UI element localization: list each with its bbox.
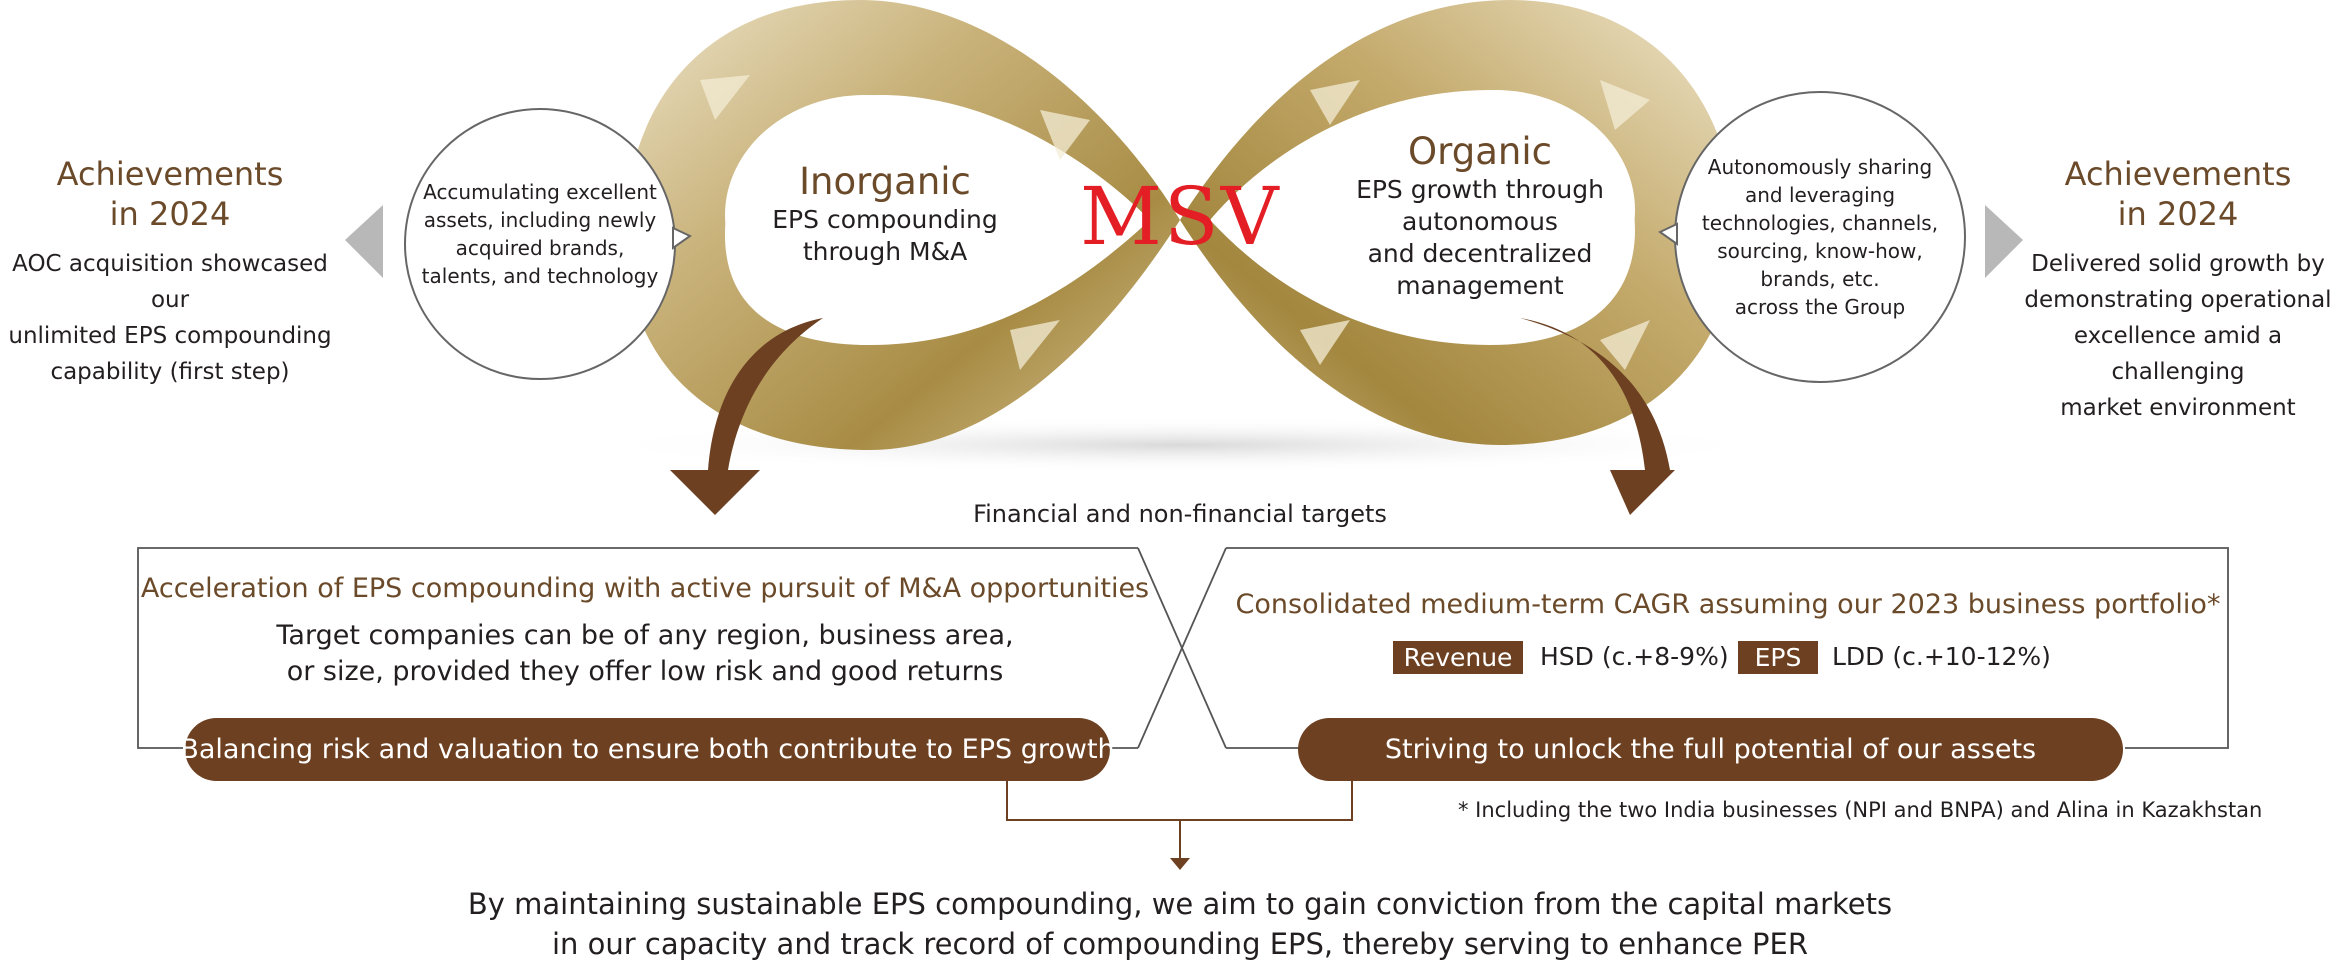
right-achievements: Achievements in 2024 Delivered solid gro… — [2010, 154, 2346, 426]
organic-title: Organic — [1408, 130, 1552, 173]
left-box-line: Target companies can be of any region, b… — [276, 620, 1014, 651]
right-box-heading: Consolidated medium-term CAGR assuming o… — [1235, 589, 2221, 620]
right-achievements-line: excellence amid a challenging — [2073, 323, 2283, 385]
left-achievements-title-1: Achievements — [56, 155, 284, 193]
footnote: * Including the two India businesses (NP… — [1458, 798, 2263, 822]
right-loop-hole — [1355, 90, 1635, 330]
left-box-heading-wrap: Acceleration of EPS compounding with act… — [140, 573, 1150, 604]
inorganic-line: EPS compounding — [772, 205, 998, 234]
right-achievements-title-1: Achievements — [2064, 155, 2292, 193]
right-curved-arrow — [1520, 318, 1675, 515]
right-achievements-line: market environment — [2060, 395, 2296, 421]
left-achievements-line: unlimited EPS compounding — [8, 323, 332, 349]
left-bubble-line: assets, including newly — [423, 208, 657, 232]
band-chevrons — [700, 75, 1650, 370]
bottom-line-1: By maintaining sustainable EPS compoundi… — [467, 887, 1893, 921]
left-achievements-line: capability (first step) — [50, 359, 290, 385]
revenue-tag: Revenue — [1393, 641, 1523, 674]
left-gray-arrow — [345, 205, 383, 278]
msv-label: MSV — [1080, 170, 1281, 263]
left-achievements-line: AOC acquisition showcased our — [12, 251, 328, 313]
left-box-body: Target companies can be of any region, b… — [140, 618, 1150, 690]
left-box-outline — [137, 547, 1138, 749]
left-box-heading: Acceleration of EPS compounding with act… — [140, 573, 1150, 604]
left-box-pill: Balancing risk and valuation to ensure b… — [180, 718, 1115, 781]
inorganic-title: Inorganic — [799, 160, 971, 203]
left-bubble-pointer — [672, 226, 692, 250]
organic-line: and decentralized — [1367, 239, 1593, 268]
right-achievements-title-2: in 2024 — [2117, 195, 2239, 233]
right-box-heading-wrap: Consolidated medium-term CAGR assuming o… — [1230, 589, 2226, 620]
left-achievements: Achievements in 2024 AOC acquisition sho… — [0, 154, 340, 390]
left-curved-arrow — [670, 318, 823, 515]
connector-bracket — [1006, 780, 1353, 821]
cross-line-2 — [1137, 547, 1227, 749]
inorganic-line: through M&A — [802, 237, 968, 266]
right-bubble-line: and leveraging — [1744, 183, 1896, 207]
right-bubble-line: sourcing, know-how, — [1717, 239, 1923, 263]
connector-arrowhead — [1170, 858, 1190, 870]
left-bubble-line: Accumulating excellent — [423, 180, 657, 204]
organic-block: Organic EPS growth through autonomous an… — [1330, 130, 1630, 302]
right-achievements-line: Delivered solid growth by — [2031, 251, 2325, 277]
right-achievements-line: demonstrating operational — [2024, 287, 2332, 313]
right-box-pill: Striving to unlock the full potential of… — [1298, 718, 2123, 781]
right-bubble-line: across the Group — [1734, 295, 1906, 319]
left-bubble-line: talents, and technology — [421, 264, 659, 288]
left-achievements-title-2: in 2024 — [109, 195, 231, 233]
bottom-statement: By maintaining sustainable EPS compoundi… — [300, 884, 2060, 964]
left-bubble-text: Accumulating excellent assets, including… — [410, 178, 670, 290]
revenue-value: HSD (c.+8-9%) — [1540, 642, 1729, 671]
right-gray-arrow — [1985, 205, 2023, 278]
bottom-line-2: in our capacity and track record of comp… — [551, 927, 1809, 961]
left-box-line: or size, provided they offer low risk an… — [286, 656, 1004, 687]
right-bubble-line: Autonomously sharing — [1707, 155, 1933, 179]
organic-line: autonomous — [1402, 207, 1558, 236]
right-bubble-text: Autonomously sharing and leveraging tech… — [1690, 153, 1950, 321]
organic-line: EPS growth through — [1356, 175, 1604, 204]
right-bubble-line: technologies, channels, — [1701, 211, 1939, 235]
organic-line: management — [1396, 271, 1564, 300]
right-box-outline — [1226, 547, 2229, 749]
left-bubble-line: acquired brands, — [455, 236, 625, 260]
targets-label: Financial and non-financial targets — [973, 500, 1387, 528]
inorganic-block: Inorganic EPS compounding through M&A — [735, 160, 1035, 268]
right-bubble-line: brands, etc. — [1760, 267, 1880, 291]
left-loop-hole — [725, 95, 1005, 335]
eps-value: LDD (c.+10-12%) — [1832, 642, 2051, 671]
right-bubble-pointer — [1658, 222, 1678, 246]
eps-tag: EPS — [1738, 641, 1818, 674]
